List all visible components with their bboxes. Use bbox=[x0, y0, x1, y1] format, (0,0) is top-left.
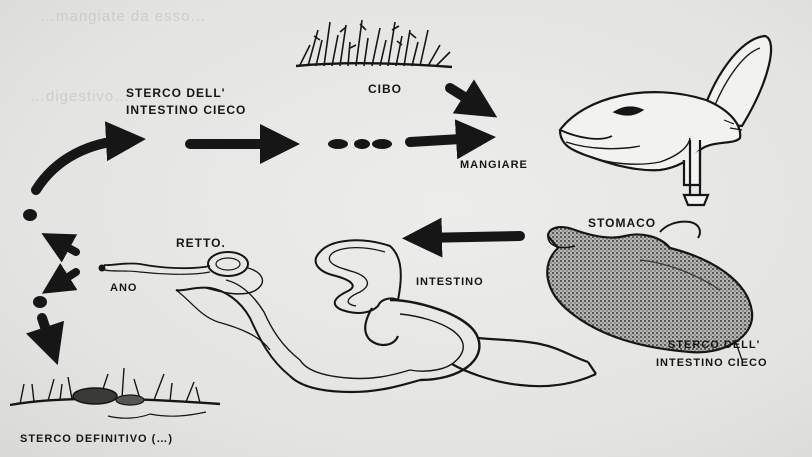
label-sterco-cieco-bottom-line1: STERCO DELL' bbox=[668, 338, 760, 352]
label-retto: RETTO. bbox=[176, 236, 226, 250]
arrow-droppings-to-mangiare bbox=[410, 138, 478, 142]
label-sterco-cieco-top-line1: STERCO DELL' bbox=[126, 86, 226, 100]
label-sterco-cieco-bottom-line2: INTESTINO CIECO bbox=[656, 356, 768, 370]
arrow-left-up-curve bbox=[36, 140, 128, 190]
food-plant-illustration bbox=[296, 20, 452, 67]
caecal-droppings-in-transit bbox=[328, 139, 392, 149]
label-ano: ANO bbox=[110, 281, 137, 295]
arrow-ano-to-pellet-bottom bbox=[54, 272, 76, 286]
label-sterco-definitivo: STERCO DEFINITIVO (…) bbox=[20, 432, 173, 446]
pellet-bottom bbox=[33, 296, 47, 308]
label-intestino: INTESTINO bbox=[416, 275, 484, 289]
droppings-on-grass-illustration bbox=[10, 368, 220, 418]
arrow-ano-to-pellet-top bbox=[54, 240, 76, 252]
label-stomaco: STOMACO bbox=[588, 216, 656, 230]
arrow-cibo-to-rabbit bbox=[450, 88, 482, 108]
arrow-stomach-to-intestine bbox=[420, 236, 520, 238]
label-mangiare: MANGIARE bbox=[460, 158, 528, 172]
pellet-top bbox=[23, 209, 37, 221]
label-cibo: CIBO bbox=[368, 82, 402, 96]
label-sterco-cieco-top-line2: INTESTINO CIECO bbox=[126, 103, 246, 117]
arrow-pellet-to-grass bbox=[42, 318, 52, 348]
rabbit-head-illustration bbox=[560, 36, 771, 205]
caecum-tube-illustration bbox=[99, 252, 300, 376]
